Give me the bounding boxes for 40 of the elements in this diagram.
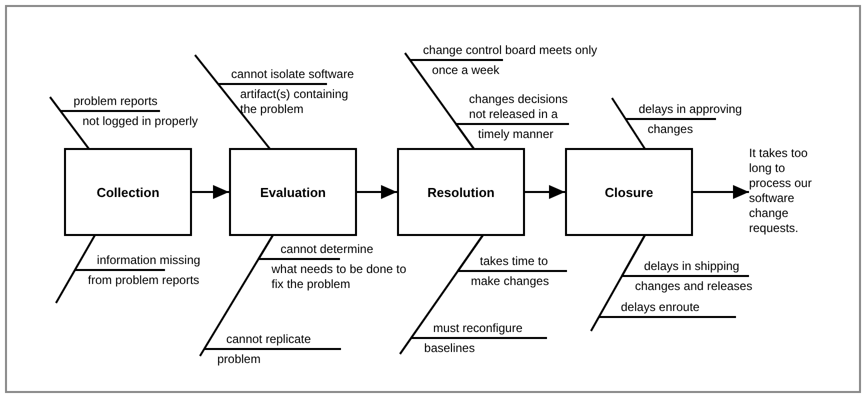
cause-text: change control board meets only — [422, 43, 598, 58]
cause-text: once a week — [431, 63, 500, 78]
outcome-text: It takes too long to process our software change requests. — [749, 146, 827, 236]
cause-text: must reconfigure — [432, 321, 524, 336]
cause-text: delays in shipping — [642, 259, 740, 274]
cause-text: cannot isolate software — [230, 67, 355, 82]
cause-text: changes — [646, 122, 694, 137]
arrow — [357, 185, 397, 199]
cause-line — [399, 234, 484, 355]
cause-line — [611, 97, 646, 150]
cause-text: changes and releases — [634, 279, 754, 294]
cause-text: changes decisions not released in a — [468, 92, 569, 122]
cause-line — [194, 54, 271, 150]
process-box: Collection — [64, 148, 192, 236]
cause-text: problem — [216, 352, 262, 367]
cause-text: problem reports — [72, 94, 159, 109]
cause-text: takes time to — [478, 254, 549, 269]
cause-line — [590, 234, 646, 332]
cause-text: cannot determine — [280, 242, 374, 257]
cause-line — [55, 234, 96, 304]
cause-text: baselines — [423, 341, 476, 356]
cause-text: what needs to be done to fix the problem — [270, 262, 408, 292]
arrow — [525, 185, 565, 199]
cause-text: artifact(s) containing the problem — [239, 87, 350, 117]
cause-line — [199, 234, 274, 357]
cause-line — [455, 123, 475, 150]
cause-text: from problem reports — [86, 273, 200, 288]
process-box: Closure — [565, 148, 693, 236]
arrow — [192, 185, 229, 199]
process-box: Resolution — [397, 148, 525, 236]
cause-text: make changes — [470, 274, 550, 289]
cause-text: timely manner — [477, 127, 554, 142]
cause-line — [49, 96, 90, 150]
cause-text: delays in approving — [638, 102, 743, 117]
cause-text: delays enroute — [620, 300, 701, 315]
arrow — [693, 185, 749, 199]
cause-text: cannot replicate — [225, 332, 312, 347]
cause-text: information missing — [96, 253, 202, 268]
process-box: Evaluation — [229, 148, 357, 236]
cause-text: not logged in properly — [82, 114, 199, 129]
